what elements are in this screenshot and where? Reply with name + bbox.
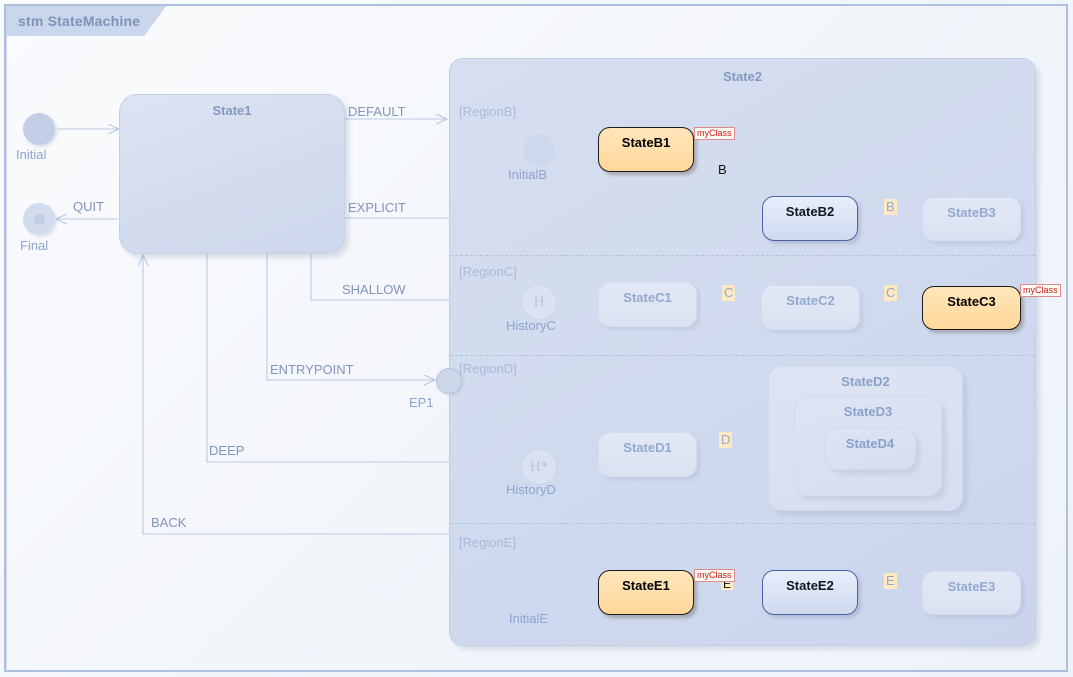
- state-statec2[interactable]: StateC2: [761, 285, 860, 330]
- stereotype-myclass-c3: myClass: [1020, 284, 1061, 297]
- trigger-chip-c1: C: [722, 285, 736, 301]
- stereotype-myclass-e1: myClass: [694, 569, 735, 582]
- transition-label-entrypoint: ENTRYPOINT: [270, 362, 354, 377]
- trigger-chip-b2: B: [884, 199, 897, 215]
- historyc-label: HistoryC: [506, 318, 556, 333]
- diagram-frame: [4, 4, 1068, 672]
- region-label-b: [RegionB]: [459, 104, 517, 119]
- stereotype-myclass-b1: myClass: [694, 127, 735, 140]
- history-glyph-c: H: [533, 293, 545, 310]
- transition-label-explicit: EXPLICIT: [348, 200, 406, 215]
- transition-label-shallow: SHALLOW: [342, 282, 406, 297]
- state-stateb1[interactable]: StateB1: [598, 127, 694, 172]
- stateb3-label: StateB3: [947, 205, 996, 220]
- stated3-label: StateD3: [843, 404, 893, 419]
- statec1-label: StateC1: [623, 290, 672, 305]
- state-state1[interactable]: State1: [119, 94, 345, 254]
- initial-label: Initial: [16, 147, 47, 162]
- stated2-label: StateD2: [841, 374, 890, 389]
- trigger-chip-e2: E: [884, 573, 897, 589]
- state-statee2[interactable]: StateE2: [762, 570, 858, 615]
- state-stated4[interactable]: StateD4: [824, 428, 916, 470]
- transition-label-default: DEFAULT: [348, 104, 406, 119]
- diagram-frame-inner: [6, 6, 1067, 671]
- region-divider-cd: [450, 355, 1035, 356]
- entrypoint-ep1-label: EP1: [409, 395, 434, 410]
- transition-label-quit: QUIT: [73, 199, 105, 214]
- statec3-label: StateC3: [947, 294, 996, 309]
- trigger-chip-d1: D: [719, 432, 733, 448]
- state-stateb2[interactable]: StateB2: [762, 196, 858, 241]
- region-label-e: [RegionE]: [459, 535, 517, 550]
- state-statec3[interactable]: StateC3: [922, 286, 1021, 330]
- initial-pseudostate[interactable]: [23, 113, 55, 145]
- initial-pseudostate-e[interactable]: [523, 577, 555, 609]
- stateb2-label: StateB2: [785, 204, 835, 219]
- statee2-label: StateE2: [786, 578, 834, 593]
- trigger-chip-b1: B: [718, 162, 727, 177]
- stated4-label: StateD4: [845, 436, 895, 451]
- history-glyph-d: H*: [529, 458, 549, 475]
- historyd-label: HistoryD: [506, 482, 556, 497]
- initiale-label: InitialE: [509, 611, 549, 626]
- entrypoint-ep1[interactable]: [436, 368, 462, 394]
- shallow-history-c[interactable]: H: [521, 284, 557, 320]
- region-divider-bc: [450, 255, 1035, 256]
- state-stateb3[interactable]: StateB3: [922, 197, 1021, 241]
- statee1-label: StateE1: [622, 578, 670, 593]
- region-divider-de: [450, 523, 1035, 524]
- state-statec1[interactable]: StateC1: [598, 282, 697, 327]
- final-label: Final: [20, 238, 49, 253]
- statec2-label: StateC2: [786, 293, 835, 308]
- region-label-d: [RegionD]: [459, 361, 517, 376]
- stateb1-label: StateB1: [621, 135, 671, 150]
- initialb-label: InitialB: [508, 167, 548, 182]
- state-statee3[interactable]: StateE3: [922, 571, 1021, 615]
- initial-pseudostate-b[interactable]: [523, 134, 555, 166]
- deep-history-d[interactable]: H*: [521, 449, 557, 485]
- region-label-c: [RegionC]: [459, 264, 517, 279]
- final-state[interactable]: [23, 203, 55, 235]
- state-stated1[interactable]: StateD1: [598, 432, 697, 477]
- trigger-chip-c2: C: [884, 285, 898, 301]
- stated1-label: StateD1: [623, 440, 672, 455]
- state2-label: State2: [722, 69, 763, 84]
- transition-label-deep: DEEP: [209, 443, 245, 458]
- state1-label: State1: [212, 103, 252, 118]
- state-statee1[interactable]: StateE1: [598, 570, 694, 615]
- diagram-title-tab: stm StateMachine: [6, 6, 166, 36]
- statee3-label: StateE3: [947, 579, 996, 594]
- transition-label-back: BACK: [151, 515, 187, 530]
